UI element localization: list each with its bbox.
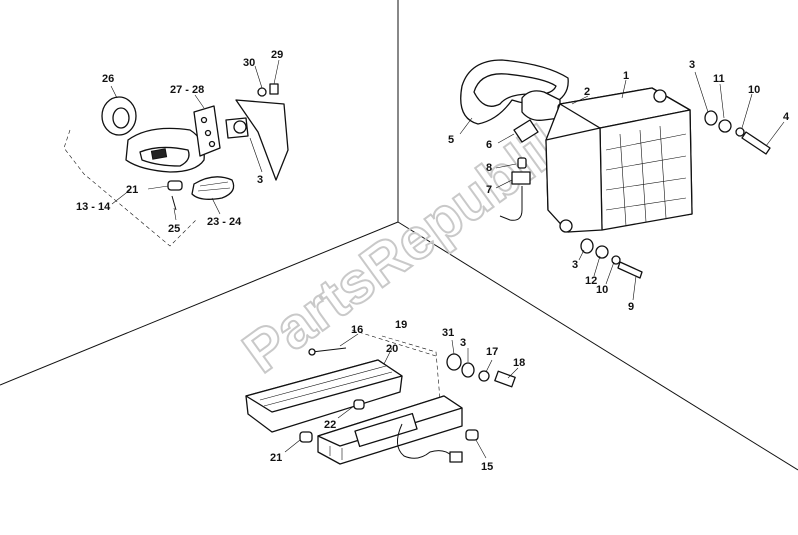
callout-31: 31 bbox=[442, 327, 454, 339]
callout-23-24: 23 - 24 bbox=[207, 216, 242, 228]
callout-3: 3 bbox=[460, 337, 466, 349]
callout-7: 7 bbox=[486, 184, 492, 196]
callout-25: 25 bbox=[168, 223, 180, 235]
callout-22: 22 bbox=[324, 419, 336, 431]
callout-3: 3 bbox=[257, 174, 263, 186]
callout-4: 4 bbox=[783, 111, 790, 123]
callout-11: 11 bbox=[713, 73, 725, 85]
callout-3: 3 bbox=[689, 59, 695, 71]
callout-13-14: 13 - 14 bbox=[76, 201, 111, 213]
callout-26: 26 bbox=[102, 73, 114, 85]
callout-10: 10 bbox=[596, 284, 608, 296]
turn-signal-assembly bbox=[63, 83, 289, 247]
callout-30: 30 bbox=[243, 57, 255, 69]
callout-16: 16 bbox=[351, 324, 363, 336]
callout-10: 10 bbox=[748, 84, 760, 96]
callout-17: 17 bbox=[486, 346, 498, 358]
headlight-assembly bbox=[460, 59, 771, 279]
callout-21: 21 bbox=[126, 184, 138, 196]
callout-8: 8 bbox=[486, 162, 492, 174]
callout-3: 3 bbox=[572, 259, 578, 271]
callout-9: 9 bbox=[628, 301, 634, 313]
callout-19: 19 bbox=[395, 319, 407, 331]
callout-labels: 1 2 3 11 10 4 5 6 8 7 3 12 10 9 29 30 26… bbox=[76, 49, 790, 473]
callout-5: 5 bbox=[448, 134, 454, 146]
callout-20: 20 bbox=[386, 343, 398, 355]
section-dividers bbox=[0, 0, 798, 471]
callout-21: 21 bbox=[270, 452, 282, 464]
tail-light-assembly bbox=[245, 329, 516, 465]
callout-2: 2 bbox=[584, 86, 590, 98]
callout-6: 6 bbox=[486, 139, 492, 151]
callout-12: 12 bbox=[585, 275, 597, 287]
callout-15: 15 bbox=[481, 461, 493, 473]
callout-18: 18 bbox=[513, 357, 525, 369]
callout-27-28: 27 - 28 bbox=[170, 84, 204, 96]
callout-29: 29 bbox=[271, 49, 283, 61]
leader-lines bbox=[110, 59, 785, 459]
callout-1: 1 bbox=[623, 70, 629, 82]
